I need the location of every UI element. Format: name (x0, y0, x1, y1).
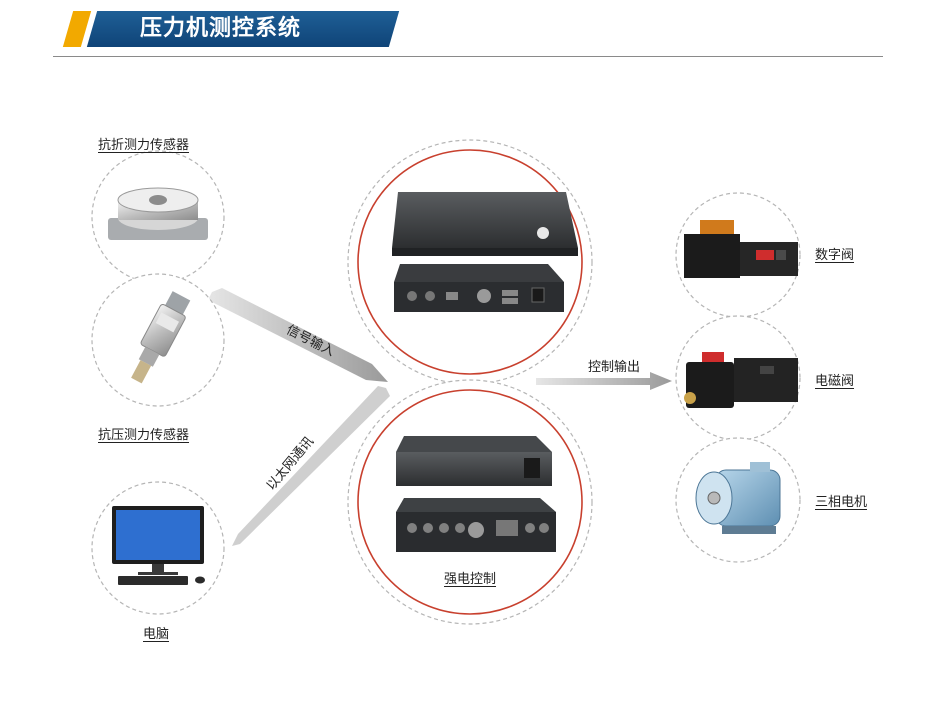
computer-image (112, 506, 205, 585)
ethernet-arrow (232, 386, 390, 546)
solenoid-valve-image (684, 352, 798, 408)
controller-node (347, 139, 593, 385)
strong-control-front-image (396, 436, 552, 486)
controller-rear-image (394, 264, 564, 312)
flow-control-output: 控制输出 (588, 360, 641, 375)
signal-input-arrow (208, 288, 388, 382)
label-motor: 三相电机 (815, 495, 868, 510)
controller-front-image (392, 192, 578, 256)
label-bending-sensor: 抗折测力传感器 (98, 138, 190, 153)
bending-sensor-image (108, 187, 208, 240)
header-divider (53, 56, 883, 57)
bending-sensor-node (91, 150, 225, 284)
compression-sensor-node (91, 273, 225, 407)
label-strong-control: 强电控制 (444, 572, 497, 587)
strong-control-rear-image (396, 498, 556, 552)
digital-valve-image (684, 220, 798, 278)
page-title: 压力机测控系统 (140, 16, 302, 41)
label-compression-sensor: 抗压测力传感器 (98, 428, 190, 443)
control-output-arrow (536, 372, 672, 390)
compression-sensor-image (131, 291, 191, 384)
label-digital-valve: 数字阀 (815, 248, 855, 263)
motor-image (695, 462, 781, 534)
computer-node (91, 481, 225, 615)
solenoid-valve-node (675, 315, 801, 441)
label-computer: 电脑 (143, 627, 170, 642)
motor-node (675, 437, 801, 563)
digital-valve-node (675, 192, 801, 318)
strong-control-node (347, 379, 593, 625)
label-solenoid-valve: 电磁阀 (815, 374, 855, 389)
